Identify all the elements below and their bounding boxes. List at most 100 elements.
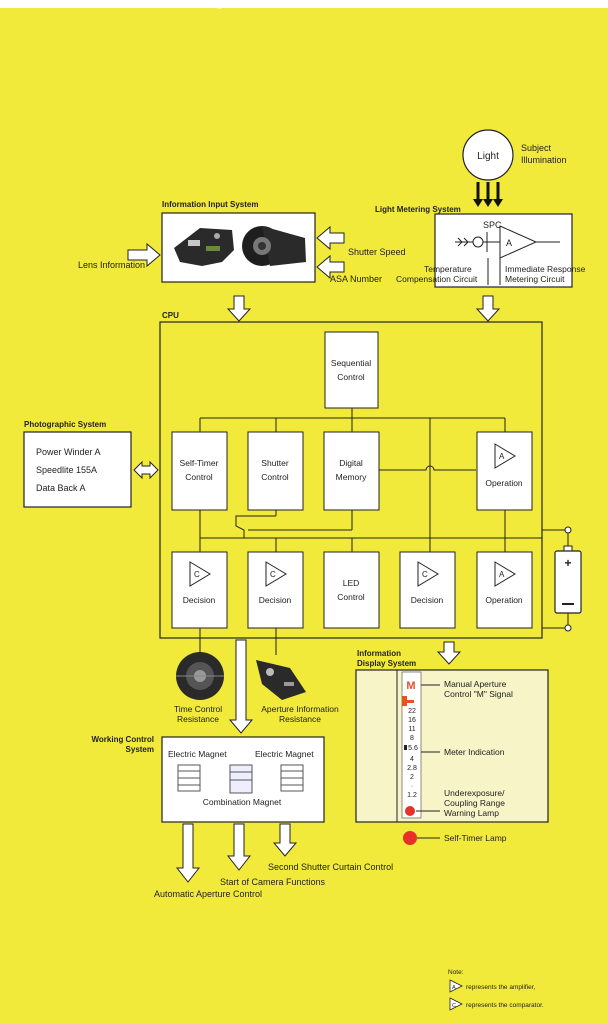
time-resist-2: Resistance	[177, 714, 219, 724]
spc-label: SPC	[483, 220, 502, 230]
immediate-resp-2: Metering Circuit	[505, 274, 565, 284]
magnet-2-label: Electric Magnet	[255, 749, 314, 759]
auto-aperture-label: Automatic Aperture Control	[154, 889, 262, 899]
input-to-cpu-arrow	[228, 296, 250, 321]
decision-block-1	[172, 552, 227, 628]
subject-label-1: Subject	[521, 143, 552, 153]
time-resist-1: Time Control	[174, 704, 222, 714]
scale-2: 11	[408, 726, 415, 733]
underexposure-2: Coupling Range	[444, 798, 505, 808]
amp-a-label: A	[506, 238, 512, 248]
led-control-block	[324, 552, 379, 628]
aperture-resist-2: Resistance	[279, 714, 321, 724]
auto-aperture-arrow	[177, 824, 199, 882]
coil-icon	[281, 765, 303, 791]
op2-symbol: A	[499, 570, 505, 579]
display-title-2: Display System	[357, 659, 416, 668]
metering-to-cpu-arrow	[477, 296, 499, 321]
aperture-resistance-image	[256, 660, 306, 700]
decision-block-2	[248, 552, 303, 628]
coil-icon	[230, 765, 252, 793]
note-amplifier: represents the amplifier,	[466, 984, 536, 991]
op1-label: Operation	[485, 478, 523, 488]
shutter-speed-arrow	[317, 227, 344, 249]
camera-functions-label: Start of Camera Functions	[220, 877, 326, 887]
decision-block-3	[400, 552, 455, 628]
meter-indication-label: Meter Indication	[444, 747, 505, 757]
self-timer-block	[172, 432, 227, 510]
photo-item-2: Speedlite 155A	[36, 465, 97, 475]
light-rays-icon	[473, 182, 503, 207]
meter-pointer	[404, 745, 407, 750]
digital-mem-1: Digital	[339, 458, 363, 468]
immediate-resp-1: Immediate Response	[505, 264, 586, 274]
self-timer-1: Self-Timer	[180, 458, 219, 468]
operation-block-1	[477, 432, 532, 510]
dec1-symbol: C	[194, 570, 200, 579]
asa-number-label: ASA Number	[330, 274, 382, 284]
note-title: Note:	[448, 969, 464, 976]
working-title-2: System	[126, 745, 154, 754]
self-timer-2: Control	[185, 472, 213, 482]
underexposure-3: Warning Lamp	[444, 808, 499, 818]
self-timer-lamp-label: Self-Timer Lamp	[444, 833, 507, 843]
aperture-resist-1: Aperture Information	[261, 704, 339, 714]
scale-1: 16	[408, 717, 416, 724]
display-title-1: Information	[357, 649, 401, 658]
light-metering-title: Light Metering System	[375, 205, 461, 214]
note-amp-symbol: A	[452, 985, 456, 991]
op2-label: Operation	[485, 595, 523, 605]
time-control-resistance-image	[176, 652, 224, 700]
dec2-symbol: C	[270, 570, 276, 579]
dec3-symbol: C	[422, 570, 428, 579]
sequential-control-block	[325, 332, 378, 408]
working-title-1: Working Control	[91, 735, 154, 744]
coil-icon	[178, 765, 200, 791]
info-input-title: Information Input System	[162, 200, 258, 209]
photographic-title: Photographic System	[24, 420, 106, 429]
digital-mem-2: Memory	[336, 472, 367, 482]
shutter-ctrl-1: Shutter	[261, 458, 289, 468]
light-label: Light	[477, 151, 499, 162]
second-curtain-arrow	[274, 824, 296, 856]
cpu-label: CPU	[162, 311, 179, 320]
m-signal-icon: M	[406, 680, 415, 692]
seq-label-2: Control	[337, 372, 365, 382]
scale-4: 5.6	[408, 745, 418, 752]
temp-comp-1: Temperature	[424, 264, 472, 274]
combination-magnet-label: Combination Magnet	[203, 797, 282, 807]
cpu-to-working-arrow	[230, 640, 252, 733]
scale-8: ·	[411, 783, 413, 790]
scale-0: 22	[408, 708, 416, 715]
dec3-label: Decision	[411, 595, 444, 605]
op1-symbol: A	[499, 452, 505, 461]
led-2: Control	[337, 592, 365, 602]
camera-functions-arrow	[228, 824, 250, 870]
shutter-ctrl-2: Control	[261, 472, 289, 482]
cpu-to-display-arrow	[438, 642, 460, 664]
note-comp-symbol: C	[452, 1003, 456, 1009]
scale-7: 2	[410, 774, 414, 781]
seq-label-1: Sequential	[331, 358, 371, 368]
led-1: LED	[343, 578, 360, 588]
underexposure-1: Underexposure/	[444, 788, 505, 798]
photo-item-3: Data Back A	[36, 483, 86, 493]
warning-lamp-icon	[405, 806, 415, 816]
scale-5: 4	[410, 756, 414, 763]
lens-info-label: Lens Information	[78, 260, 145, 270]
scale-9: 1.2	[407, 792, 417, 799]
digital-memory-block	[324, 432, 379, 510]
dec1-label: Decision	[183, 595, 216, 605]
manual-aperture-2: Control "M" Signal	[444, 689, 513, 699]
bidirectional-arrow-icon	[134, 462, 158, 478]
operation-block-2	[477, 552, 532, 628]
note-comparator: represents the comparator.	[466, 1002, 544, 1009]
subject-label-2: Illumination	[521, 155, 567, 165]
scale-6: 2.8	[407, 765, 417, 772]
temp-comp-2: Compensation Circuit	[396, 274, 478, 284]
scale-3: 8	[410, 735, 414, 742]
self-timer-lamp-icon	[403, 831, 417, 845]
manual-aperture-1: Manual Aperture	[444, 679, 507, 689]
shutter-control-block	[248, 432, 303, 510]
photo-item-1: Power Winder A	[36, 447, 101, 457]
